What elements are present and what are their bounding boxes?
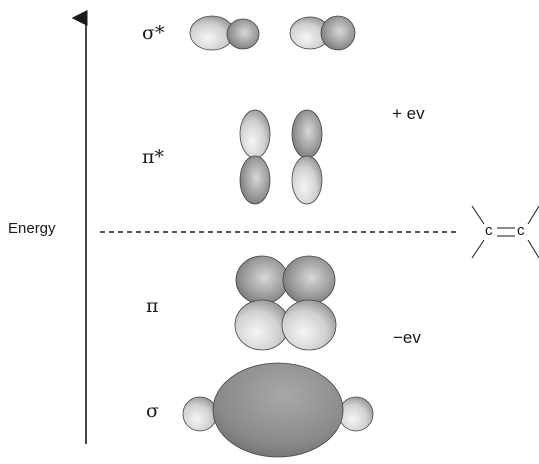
carbon-right-label: c xyxy=(517,222,525,239)
pi-orbital xyxy=(234,255,337,351)
sigma-label: σ xyxy=(146,400,159,422)
sigma-star-orbital-right xyxy=(289,15,356,51)
energy-axis-label: Energy xyxy=(8,220,56,237)
pi-star-orbital-right xyxy=(291,109,323,205)
minus-ev-label: −ev xyxy=(393,328,421,347)
sigma-orbital xyxy=(182,362,374,458)
pi-star-orbital-left xyxy=(239,109,271,205)
plus-ev-label: + ev xyxy=(392,104,425,123)
pi-star-label: π* xyxy=(142,146,164,168)
pi-label: π xyxy=(146,295,159,317)
carbon-left-label: c xyxy=(485,222,493,239)
sigma-star-orbital-left xyxy=(189,15,260,51)
ethylene-structure xyxy=(471,205,539,259)
sigma-star-label: σ* xyxy=(142,22,165,44)
